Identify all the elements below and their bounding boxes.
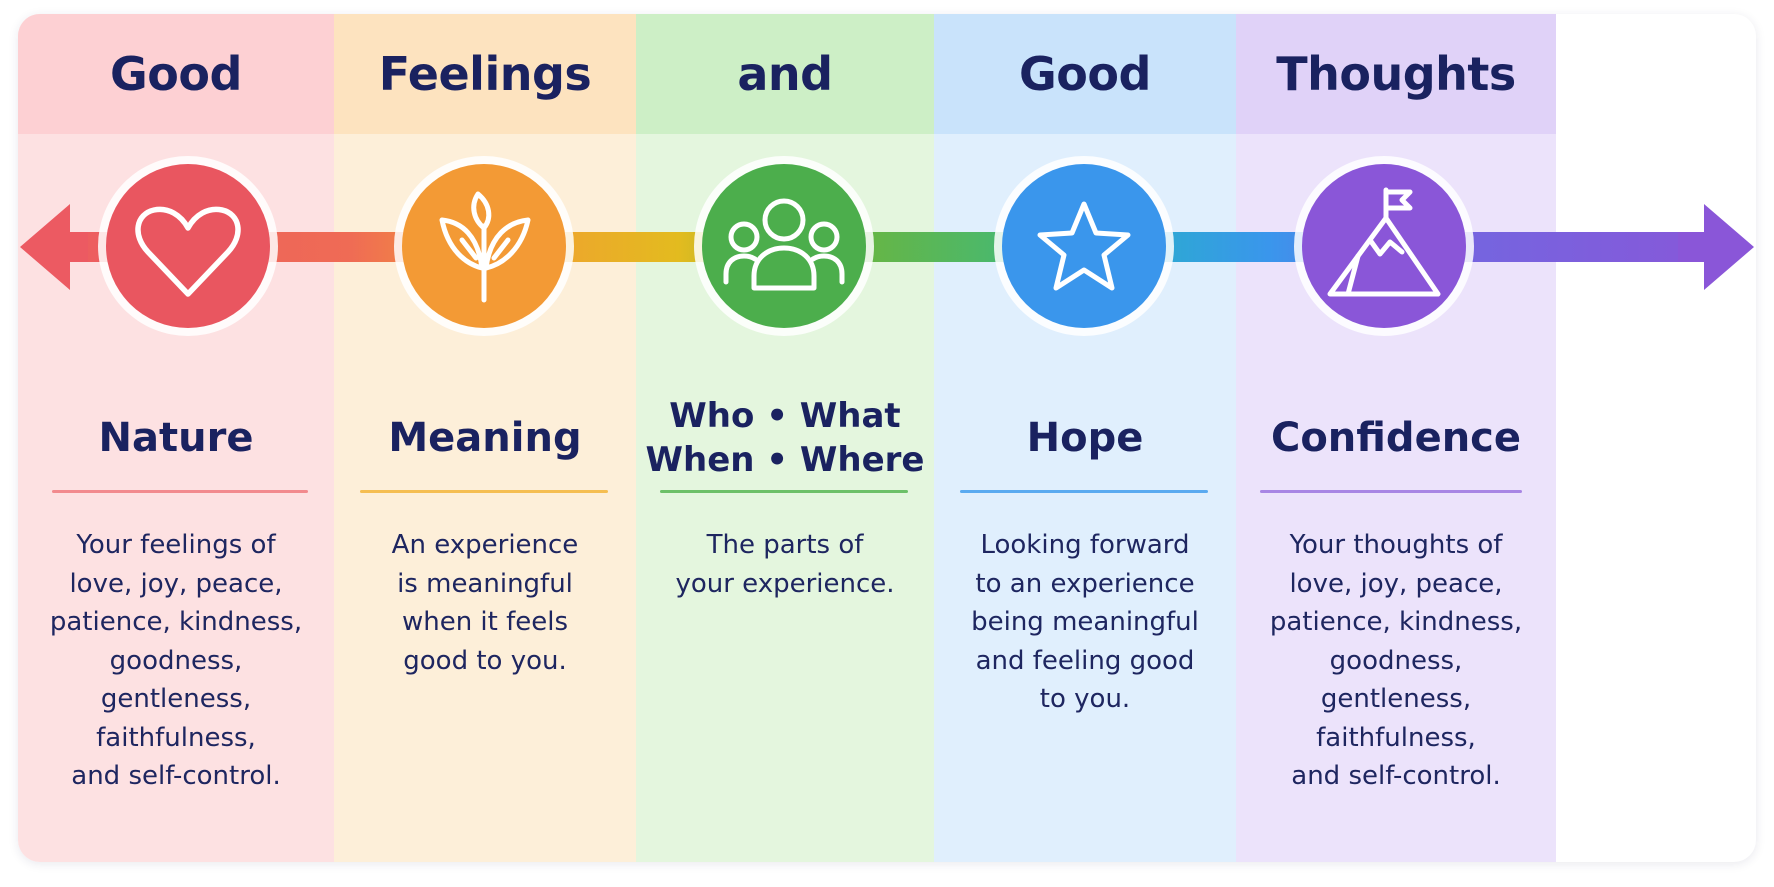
- column-meaning: Feelings Meaning An experience is meanin…: [334, 14, 636, 862]
- header-word: Feelings: [378, 47, 592, 101]
- column-divider: [1260, 490, 1522, 493]
- column-description: Your feelings of love, joy, peace, patie…: [49, 530, 303, 791]
- column-divider: [960, 490, 1208, 493]
- arrow-left-head: [20, 204, 88, 290]
- infographic-board: Good Nature Your feelings of love, joy, …: [18, 14, 1756, 862]
- column-title: Hope: [1026, 415, 1144, 461]
- star-icon: [994, 156, 1174, 336]
- column-title: Confidence: [1270, 415, 1522, 461]
- header-cell: Feelings: [334, 14, 636, 134]
- column-divider: [660, 490, 908, 493]
- column-title: Who • What When • Where: [645, 396, 925, 480]
- header-word: Good: [110, 47, 242, 101]
- arrow-right-head: [1678, 204, 1754, 290]
- header-cell: Good: [18, 14, 334, 134]
- column-title: Meaning: [388, 415, 582, 461]
- header-word: Good: [1019, 47, 1151, 101]
- mountain-flag-icon: [1294, 156, 1474, 336]
- heart-icon: [98, 156, 278, 336]
- column-hope: Good Hope Looking forward to an experien…: [934, 14, 1236, 862]
- header-word: Thoughts: [1276, 47, 1516, 101]
- sprout-icon: [394, 156, 574, 336]
- column-divider: [52, 490, 308, 493]
- header-cell: Good: [934, 14, 1236, 134]
- column-divider: [360, 490, 608, 493]
- column-title: Nature: [98, 415, 254, 461]
- header-cell: and: [636, 14, 934, 134]
- people-group-icon: [694, 156, 874, 336]
- header-word: and: [737, 47, 833, 101]
- column-description: An experience is meaningful when it feel…: [391, 530, 579, 676]
- header-cell: Thoughts: [1236, 14, 1556, 134]
- column-who-what-when-where: and Who • What When • Where The parts of…: [636, 14, 934, 862]
- column-description: Your thoughts of love, joy, peace, patie…: [1269, 530, 1523, 791]
- column-confidence: Thoughts Confidence Your thoughts of lov…: [1236, 14, 1556, 862]
- timeline-arrow: [20, 156, 1754, 336]
- column-description: The parts of your experience.: [675, 530, 895, 599]
- column-nature: Good Nature Your feelings of love, joy, …: [18, 14, 334, 862]
- column-description: Looking forward to an experience being m…: [971, 530, 1199, 714]
